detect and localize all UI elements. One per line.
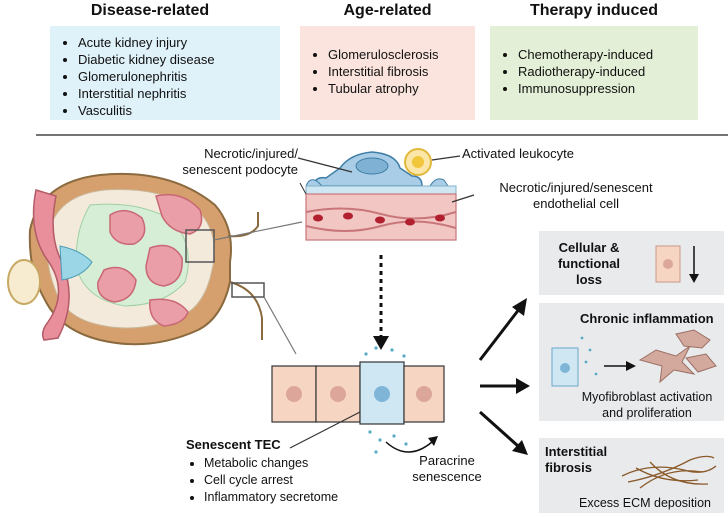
therapy-induced-box: Chemotherapy-induced Radiotherapy-induce…	[490, 26, 698, 120]
myofibroblast-icon	[551, 329, 717, 387]
interstitial-fibrosis-title: Interstitial fibrosis	[545, 444, 608, 475]
disease-related-list: Acute kidney injury Diabetic kidney dise…	[60, 34, 270, 119]
cellular-loss-box	[539, 231, 724, 295]
list-item: Glomerulosclerosis	[328, 46, 465, 63]
leukocyte-label: Activated leukocyte	[462, 146, 575, 161]
list-item: Interstitial nephritis	[78, 85, 270, 102]
glomerulus-illustration	[7, 172, 303, 355]
chronic-inflammation-title: Chronic inflammation	[580, 311, 714, 326]
outcome-arrows	[478, 298, 530, 455]
list-item: Interstitial fibrosis	[328, 63, 465, 80]
cellular-loss-title: Cellular & functional loss	[557, 240, 621, 287]
list-item: Immunosuppression	[518, 80, 688, 97]
paracrine-senescence-label: Paracrine senescence	[412, 453, 482, 484]
interstitial-fibrosis-box	[539, 438, 724, 513]
age-related-box: Glomerulosclerosis Interstitial fibrosis…	[300, 26, 475, 120]
list-item: Diabetic kidney disease	[78, 51, 270, 68]
list-item: Glomerulonephritis	[78, 68, 270, 85]
tubular-epithelial-cells	[271, 346, 445, 454]
list-item: Cell cycle arrest	[204, 472, 338, 489]
list-item: Tubular atrophy	[328, 80, 465, 97]
podocyte-label: Necrotic/injured/ senescent podocyte	[182, 146, 298, 177]
list-item: Radiotherapy-induced	[518, 63, 688, 80]
header-age-related: Age-related	[343, 2, 432, 19]
list-item: Acute kidney injury	[78, 34, 270, 51]
myofibroblast-label: Myofibroblast activation and proliferati…	[581, 390, 713, 420]
list-item: Vasculitis	[78, 102, 270, 119]
disease-related-box: Acute kidney injury Diabetic kidney dise…	[50, 26, 280, 120]
header-therapy-induced: Therapy induced	[529, 2, 659, 19]
list-item: Inflammatory secretome	[204, 489, 338, 506]
cell-loss-icon	[655, 245, 699, 283]
endothelial-cell-label: Necrotic/injured/senescent endothelial c…	[499, 180, 653, 211]
header-disease-related: Disease-related	[90, 2, 210, 19]
list-item: Metabolic changes	[204, 455, 338, 472]
ecm-deposition-label: Excess ECM deposition	[578, 496, 711, 510]
senescent-tec-features: Metabolic changes Cell cycle arrest Infl…	[186, 455, 338, 506]
list-item: Chemotherapy-induced	[518, 46, 688, 63]
therapy-induced-list: Chemotherapy-induced Radiotherapy-induce…	[500, 46, 688, 97]
podocyte-endothelium-illustration	[297, 148, 475, 241]
ecm-fibers-icon	[621, 455, 717, 489]
age-related-list: Glomerulosclerosis Interstitial fibrosis…	[310, 46, 465, 97]
senescent-tec-title: Senescent TEC	[186, 437, 281, 452]
